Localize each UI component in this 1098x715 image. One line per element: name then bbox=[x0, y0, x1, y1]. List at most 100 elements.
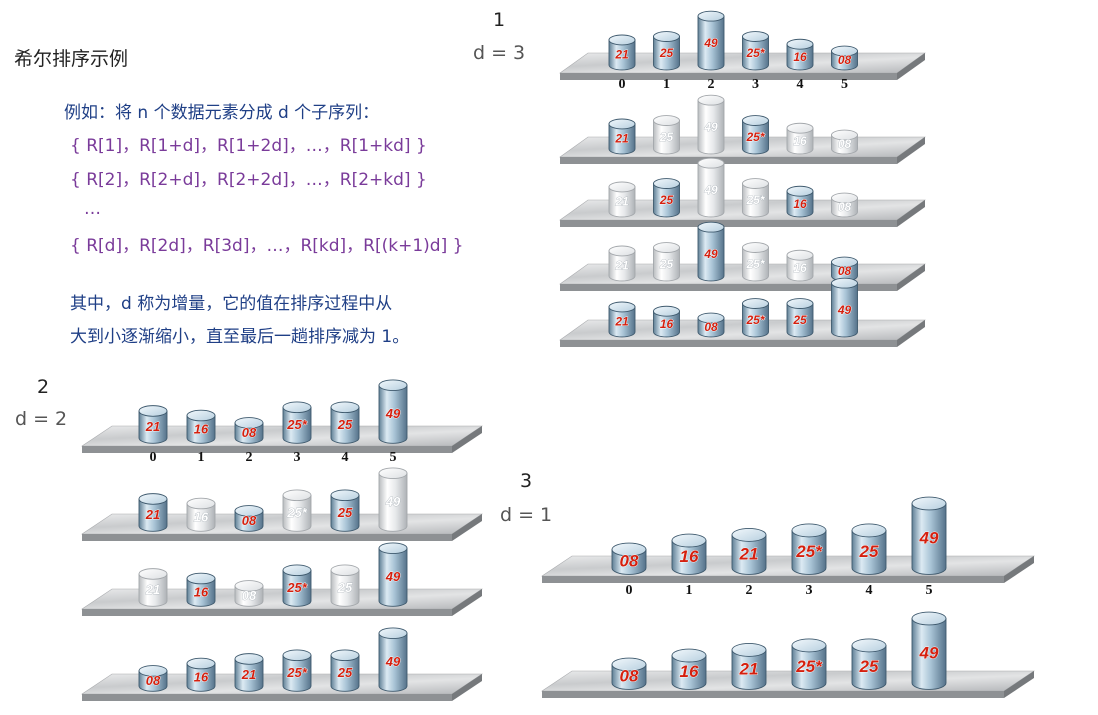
cylinder-top bbox=[186, 409, 216, 422]
cylinder-21: 21 bbox=[138, 405, 168, 444]
cylinder-body bbox=[608, 186, 636, 218]
cylinder-body bbox=[731, 649, 767, 690]
cylinder-body bbox=[653, 247, 680, 282]
cylinder-top bbox=[138, 568, 168, 580]
cylinder-25-star: 25* bbox=[742, 178, 769, 218]
cylinder-value: 21 bbox=[739, 659, 759, 678]
cylinder-top bbox=[742, 298, 769, 309]
cylinder-body bbox=[378, 632, 408, 692]
page-title: 希尔排序示例 bbox=[14, 48, 129, 70]
note-line-1: 其中，d 称为增量，它的值在排序过程中从 bbox=[70, 294, 393, 314]
cylinder-top bbox=[138, 665, 168, 677]
cylinder-top bbox=[697, 312, 725, 324]
platform-edge bbox=[560, 284, 897, 291]
index-label: 2 bbox=[746, 583, 753, 598]
cylinder-body bbox=[653, 310, 680, 338]
platform-side bbox=[897, 320, 925, 347]
cylinder-value: 16 bbox=[793, 134, 807, 148]
cylinder-21: 21 bbox=[138, 568, 168, 607]
cylinder-top bbox=[786, 185, 814, 197]
cylinder-body bbox=[786, 254, 814, 282]
cylinder-top bbox=[330, 649, 360, 662]
subsequence-ellipsis: … bbox=[84, 199, 101, 219]
cylinder-25-star: 25* bbox=[742, 31, 769, 71]
cylinder-value: 25* bbox=[745, 313, 765, 327]
platform-edge bbox=[542, 576, 1004, 583]
cylinder-08: 08 bbox=[234, 505, 264, 532]
cylinder-value: 25 bbox=[337, 665, 353, 680]
cylinder-value: 21 bbox=[145, 419, 160, 434]
cylinder-body bbox=[234, 510, 264, 532]
cylinder-08: 08 bbox=[831, 256, 858, 282]
platform-side bbox=[1004, 671, 1034, 698]
index-label: 0 bbox=[150, 450, 157, 465]
cylinder-body bbox=[330, 569, 360, 607]
cylinder-value: 08 bbox=[620, 552, 639, 571]
cylinder-body bbox=[186, 503, 216, 532]
cylinder-top bbox=[330, 564, 360, 577]
index-label: 5 bbox=[390, 450, 397, 465]
cylinder-value: 08 bbox=[242, 425, 257, 440]
index-label: 2 bbox=[708, 77, 715, 92]
cylinder-25: 25 bbox=[653, 115, 680, 155]
cylinder-16: 16 bbox=[671, 533, 707, 575]
cylinder-body bbox=[608, 250, 636, 282]
cylinder-body bbox=[653, 183, 680, 218]
cylinder-49: 49 bbox=[831, 277, 858, 338]
cylinder-value: 21 bbox=[614, 195, 629, 209]
cylinder-25: 25 bbox=[330, 401, 360, 444]
cylinder-16: 16 bbox=[186, 572, 216, 607]
cylinder-top bbox=[786, 249, 814, 261]
cylinder-top bbox=[186, 497, 216, 510]
cylinder-body bbox=[330, 406, 360, 444]
cylinder-value: 25* bbox=[745, 257, 765, 271]
cylinder-body bbox=[697, 99, 725, 155]
step-1-increment: d = 3 bbox=[473, 42, 526, 64]
cylinder-body bbox=[378, 472, 408, 532]
cylinder-08: 08 bbox=[138, 665, 168, 692]
cylinder-top bbox=[282, 489, 312, 502]
platform-side bbox=[897, 200, 925, 227]
platform-edge bbox=[560, 220, 897, 227]
index-label: 5 bbox=[841, 77, 848, 92]
step-3-number: 3 bbox=[520, 470, 533, 492]
cylinder-25: 25 bbox=[330, 564, 360, 607]
cylinder-top bbox=[731, 643, 767, 657]
cylinder-25-star: 25* bbox=[791, 638, 827, 690]
cylinder-value: 25* bbox=[745, 130, 765, 144]
cylinder-value: 16 bbox=[793, 197, 807, 211]
cylinder-49: 49 bbox=[697, 94, 725, 155]
cylinder-25: 25 bbox=[653, 178, 680, 218]
cylinder-value: 49 bbox=[703, 36, 718, 50]
cylinder-08: 08 bbox=[234, 417, 264, 444]
cylinder-16: 16 bbox=[653, 305, 680, 338]
cylinder-top bbox=[831, 192, 858, 204]
cylinder-49: 49 bbox=[697, 157, 725, 218]
cylinder-top bbox=[234, 653, 264, 665]
cylinder-value: 49 bbox=[919, 529, 939, 548]
cylinder-value: 25* bbox=[795, 657, 823, 676]
platform-edge bbox=[82, 694, 452, 701]
cylinder-value: 49 bbox=[385, 406, 401, 421]
cylinder-top bbox=[330, 489, 360, 502]
cylinder-value: 25* bbox=[795, 542, 823, 561]
index-label: 1 bbox=[198, 450, 205, 465]
cylinder-08: 08 bbox=[831, 129, 858, 155]
cylinder-body bbox=[378, 384, 408, 444]
cylinder-08: 08 bbox=[697, 312, 725, 338]
cylinder-value: 25 bbox=[859, 542, 879, 561]
cylinder-body bbox=[742, 303, 769, 338]
step-3-increment: d = 1 bbox=[500, 504, 553, 526]
cylinder-top bbox=[234, 505, 264, 517]
cylinder-body bbox=[697, 162, 725, 218]
cylinder-value: 21 bbox=[145, 582, 160, 597]
cylinder-49: 49 bbox=[697, 10, 725, 71]
cylinder-body bbox=[791, 529, 827, 575]
cylinder-16: 16 bbox=[786, 122, 814, 155]
cylinder-top bbox=[791, 638, 827, 653]
